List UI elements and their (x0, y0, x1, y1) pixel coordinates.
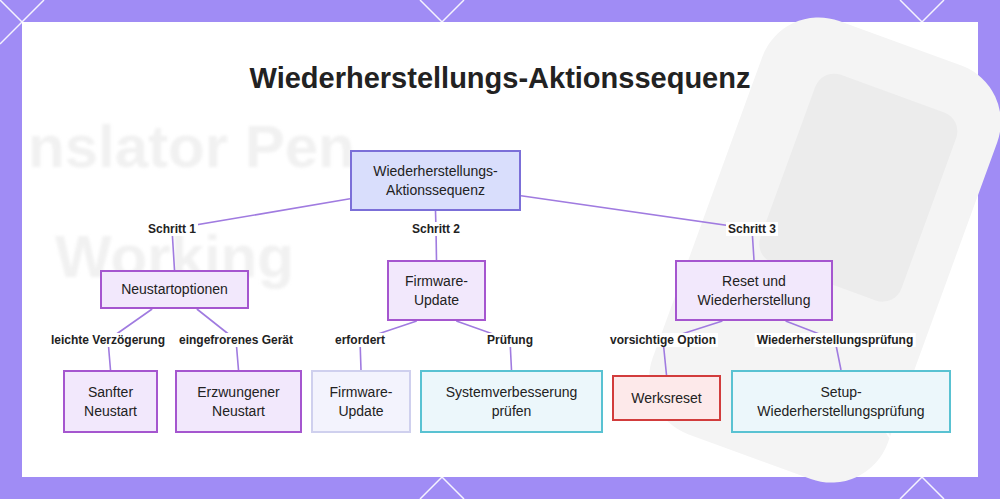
edge-label: Schritt 2 (410, 222, 462, 236)
check-box: Systemverbesserung prüfen (420, 370, 603, 433)
connector (663, 321, 722, 375)
node-text: Systemverbesserung prüfen (428, 383, 595, 419)
node-text: Sanfter Neustart (71, 383, 150, 419)
action-box: Firmware-Update (311, 370, 411, 433)
step-box: Firmware-Update (387, 260, 486, 321)
watermark-text: nslator Pen (28, 112, 355, 181)
edge-label: Schritt 1 (146, 222, 198, 236)
node-text: Werksreset (631, 389, 702, 407)
edge-label: erfordert (333, 333, 387, 347)
warning-box: Werksreset (612, 375, 721, 421)
check-box: Setup-Wiederherstellungsprüfung (731, 370, 951, 433)
node-text: Wiederherstellungs-Aktionssequenz (358, 162, 513, 198)
connector (521, 196, 754, 260)
node-text: Setup-Wiederherstellungsprüfung (739, 383, 943, 419)
action-box: Sanfter Neustart (63, 370, 158, 433)
connector (172, 199, 350, 270)
node-text: Firmware-Update (319, 383, 403, 419)
node-text: Reset und Wiederherstellung (683, 272, 825, 308)
edge-label: Wiederherstellungsprüfung (755, 333, 916, 347)
edge-label: eingefrorenes Gerät (177, 333, 295, 347)
step-box: Neustartoptionen (100, 270, 249, 309)
action-box: Erzwungener Neustart (175, 370, 302, 433)
step-box: Reset und Wiederherstellung (675, 260, 833, 321)
edge-label: Prüfung (485, 333, 535, 347)
root-box: Wiederherstellungs-Aktionssequenz (350, 150, 521, 211)
edge-label: vorsichtige Option (608, 333, 718, 347)
edge-label: leichte Verzögerung (49, 333, 167, 347)
diagram-title: Wiederherstellungs-Aktionssequenz (0, 62, 1000, 95)
edge-label: Schritt 3 (726, 222, 778, 236)
node-text: Erzwungener Neustart (183, 383, 294, 419)
node-text: Neustartoptionen (121, 280, 228, 298)
node-text: Firmware-Update (395, 272, 478, 308)
